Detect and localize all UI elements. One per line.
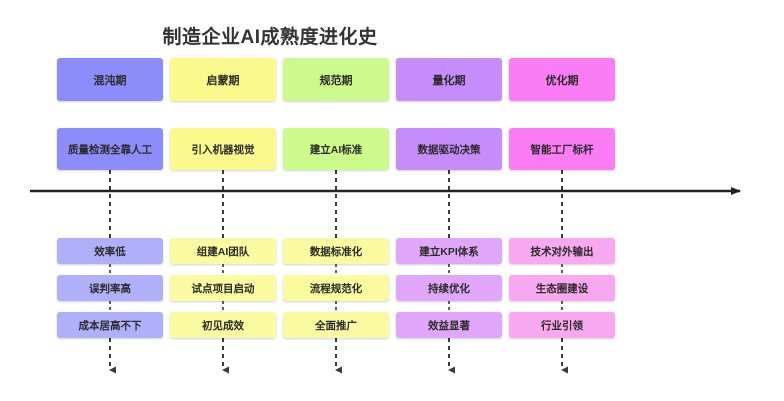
detail-box-4-2[interactable]: 持续优化	[396, 275, 502, 301]
phase-box-3[interactable]: 规范期	[283, 58, 389, 101]
timeline-column-1: 混沌期 质量检测全靠人工 效率低 误判率高 成本居高不下	[57, 0, 163, 401]
milestone-box-3[interactable]: 建立AI标准	[283, 128, 389, 170]
timeline-column-4: 量化期 数据驱动决策 建立KPI体系 持续优化 效益显著	[396, 0, 502, 401]
detail-box-2-1[interactable]: 组建AI团队	[170, 238, 276, 264]
milestone-box-4[interactable]: 数据驱动决策	[396, 128, 502, 170]
detail-box-4-3[interactable]: 效益显著	[396, 312, 502, 338]
page-title: 制造企业AI成熟度进化史	[162, 27, 378, 48]
detail-box-4-1[interactable]: 建立KPI体系	[396, 238, 502, 264]
detail-box-5-3[interactable]: 行业引领	[509, 312, 615, 338]
detail-box-3-3[interactable]: 全面推广	[283, 312, 389, 338]
phase-box-2[interactable]: 启蒙期	[170, 58, 276, 101]
phase-box-1[interactable]: 混沌期	[57, 58, 163, 101]
detail-box-3-2[interactable]: 流程规范化	[283, 275, 389, 301]
milestone-box-5[interactable]: 智能工厂标杆	[509, 128, 615, 170]
detail-box-1-2[interactable]: 误判率高	[57, 275, 163, 301]
milestone-box-2[interactable]: 引入机器视觉	[170, 128, 276, 170]
detail-box-2-2[interactable]: 试点项目启动	[170, 275, 276, 301]
phase-box-4[interactable]: 量化期	[396, 58, 502, 101]
timeline-column-2: 启蒙期 引入机器视觉 组建AI团队 试点项目启动 初见成效	[170, 0, 276, 401]
milestone-box-1[interactable]: 质量检测全靠人工	[57, 128, 163, 170]
timeline-column-5: 优化期 智能工厂标杆 技术对外输出 生态圈建设 行业引领	[509, 0, 615, 401]
detail-box-1-1[interactable]: 效率低	[57, 238, 163, 264]
timeline-column-3: 规范期 建立AI标准 数据标准化 流程规范化 全面推广	[283, 0, 389, 401]
detail-box-5-2[interactable]: 生态圈建设	[509, 275, 615, 301]
detail-box-2-3[interactable]: 初见成效	[170, 312, 276, 338]
detail-box-3-1[interactable]: 数据标准化	[283, 238, 389, 264]
detail-box-5-1[interactable]: 技术对外输出	[509, 238, 615, 264]
detail-box-1-3[interactable]: 成本居高不下	[57, 312, 163, 338]
phase-box-5[interactable]: 优化期	[509, 58, 615, 101]
